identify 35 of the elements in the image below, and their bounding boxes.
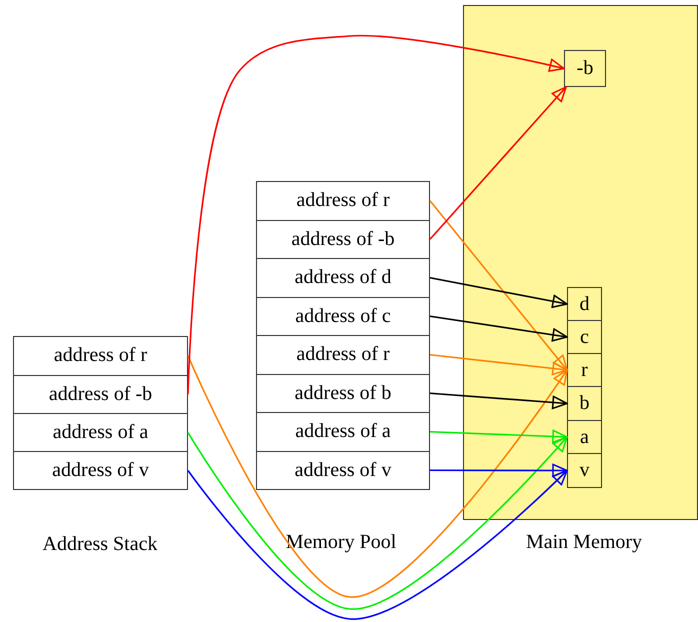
group-caption: Memory Pool [286, 531, 396, 554]
address-cell: address of v [256, 450, 430, 490]
arrow [187, 355, 568, 598]
memory-cell: a [567, 420, 602, 454]
arrow [187, 34, 565, 394]
address-cell: address of v [13, 451, 188, 490]
memory-cell: d [567, 287, 602, 321]
address-cell: address of b [256, 374, 430, 413]
arrow [429, 86, 567, 240]
address-cell: address of a [256, 412, 430, 452]
address-cell: address of c [256, 296, 430, 336]
arrow [429, 200, 568, 371]
group-caption: Address Stack [42, 533, 158, 556]
arrow [430, 430, 568, 444]
arrow [187, 470, 568, 620]
address-cell: address of -b [13, 374, 188, 414]
memory-cell: -b [564, 50, 606, 87]
arrow [430, 392, 568, 410]
address-cell: address of d [256, 258, 430, 298]
memory-cell: v [567, 453, 602, 488]
memory-cell: b [567, 386, 602, 421]
arrow [430, 276, 568, 308]
arrow [187, 432, 568, 610]
address-cell: address of r [256, 181, 430, 220]
address-cell: address of r [13, 336, 188, 376]
memory-cell: r [567, 353, 602, 387]
memory-cell: c [567, 320, 602, 354]
arrow [430, 315, 568, 342]
arrow [430, 464, 568, 478]
address-cell: address of r [256, 335, 430, 374]
arrow [430, 354, 568, 376]
address-cell: address of -b [256, 220, 430, 259]
address-cell: address of a [13, 413, 188, 452]
memory-panel [463, 5, 698, 520]
group-caption: Main Memory [526, 531, 642, 554]
